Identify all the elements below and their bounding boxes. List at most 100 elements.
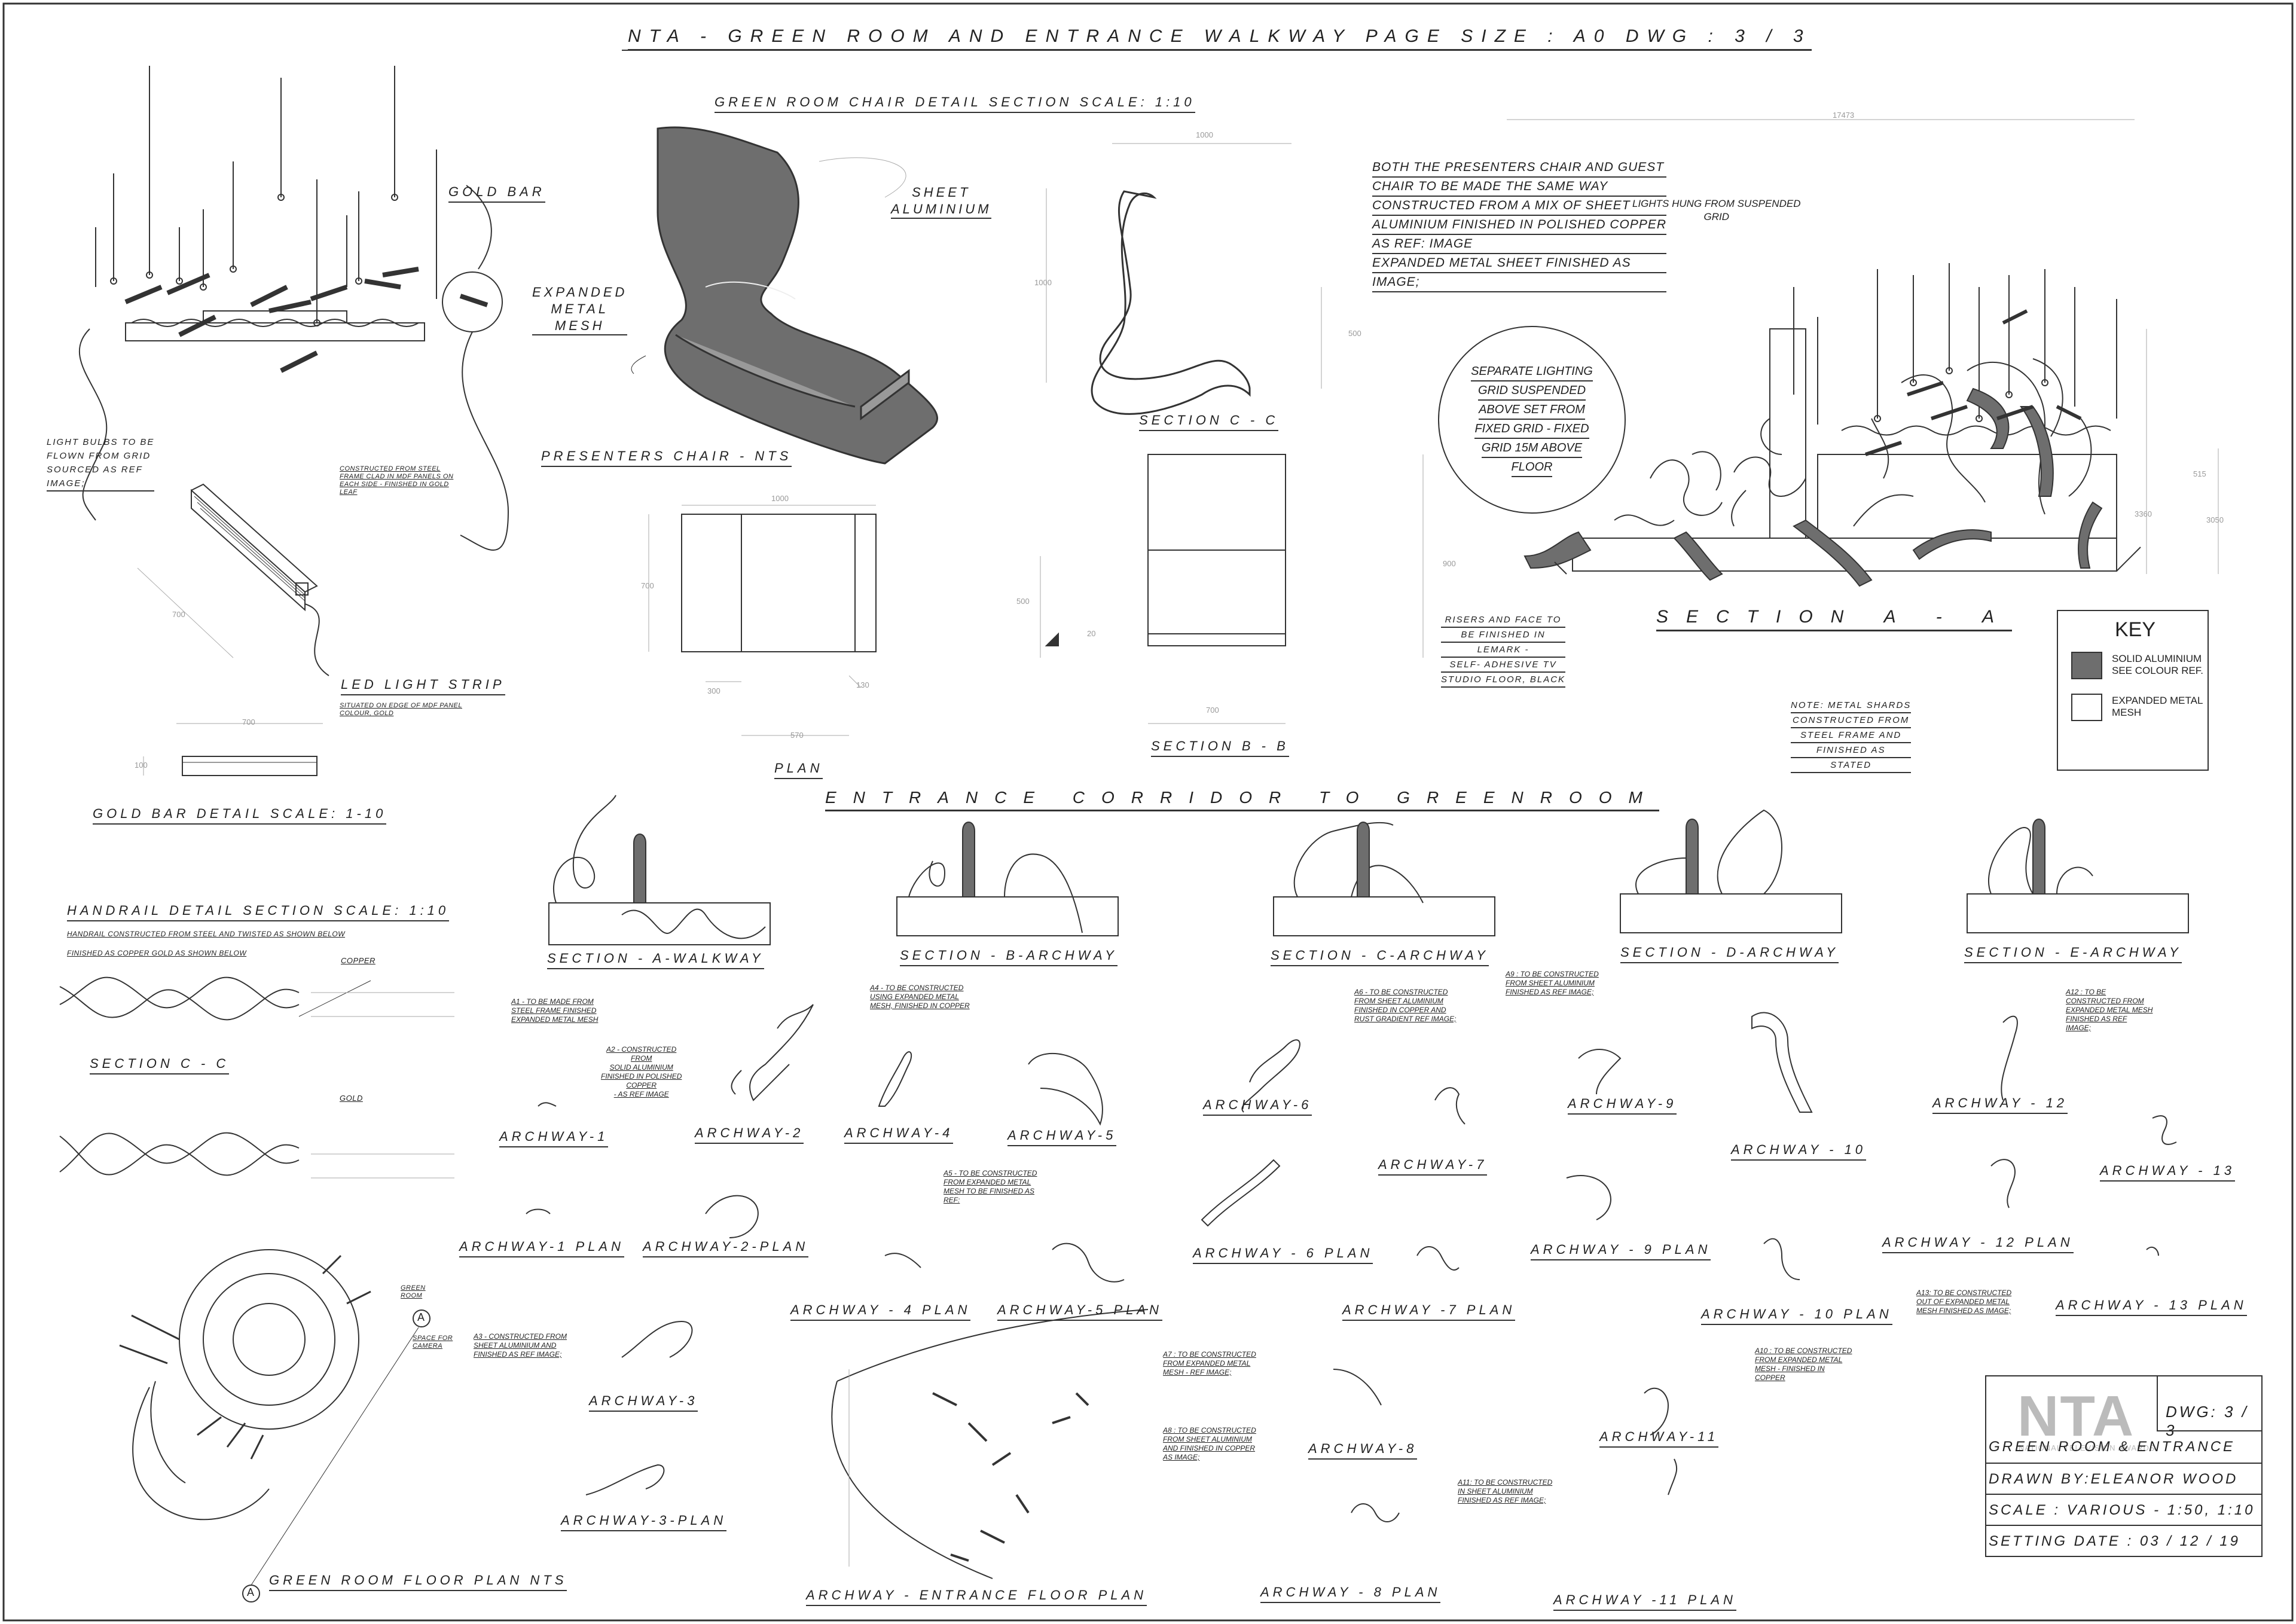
marker-a-bottom: A [247,1586,255,1598]
dim-bar-700: 700 [242,718,255,726]
archway-8-label: ARCHWAY-8 [1308,1441,1418,1460]
dim-bb-500: 500 [1016,597,1030,606]
dim-plan-570: 570 [790,731,804,740]
drawn-by: DRAWN BY:ELEANOR WOOD [1986,1463,2261,1494]
handrail-drawings [59,976,454,1179]
archway-10-plan-label: ARCHWAY - 10 PLAN [1701,1306,1892,1325]
chair-section-cc [1046,143,1322,415]
archway-6-label: ARCHWAY-6 [1203,1097,1312,1116]
handrail-heading: HANDRAIL DETAIL SECTION SCALE: 1:10 [67,903,450,921]
section-aa-label: SECTION A - A [1656,607,2013,631]
project-name: GREEN ROOM & ENTRANCE [1989,1439,2236,1455]
archway-1-label: ARCHWAY-1 [499,1129,609,1147]
dim-aa-3360: 3360 [2135,509,2152,518]
copper-label: COPPER [341,956,375,965]
handrail-note-1: HANDRAIL CONSTRUCTED FROM STEEL AND TWIS… [67,930,346,938]
nta-logo-subtitle: NATIONAL TELEVISION AWARDS [2019,1443,2155,1452]
archway-9-label: ARCHWAY-9 [1568,1096,1677,1115]
archway-11-label: ARCHWAY-11 [1599,1429,1718,1448]
archway-10-label: ARCHWAY - 10 [1731,1142,1867,1161]
led-strip-label: LED LIGHT STRIP [341,677,505,695]
dim-plan-700: 700 [641,581,654,590]
key-swatch-mesh [2071,694,2102,721]
dim-plan-300: 300 [707,686,720,695]
drawing-number: DWG: 3 / 3 [2166,1403,2249,1439]
entrance-floor-plan [831,1309,1149,1579]
presenters-chair-label: PRESENTERS CHAIR - NTS [541,448,792,467]
chair-section-bb [1040,454,1424,724]
chair-detail-heading: GREEN ROOM CHAIR DETAIL SECTION SCALE: 1… [715,94,1195,113]
archway-7-plan-label: ARCHWAY -7 PLAN [1342,1302,1516,1321]
archway-3-plan-label: ARCHWAY-3-PLAN [561,1513,727,1531]
archway-2-label: ARCHWAY-2 [695,1125,804,1144]
dim-chair-height: 1000 [1034,278,1052,287]
archway-13-label: ARCHWAY - 13 [2100,1163,2236,1182]
marker-a-top: A [417,1311,425,1323]
archway-6-plan-label: ARCHWAY - 6 PLAN [1193,1246,1373,1264]
green-room-floor-plan-label: GREEN ROOM FLOOR PLAN NTS [269,1573,567,1591]
gold-bar-label: GOLD BAR [448,184,545,203]
entrance-floor-plan-label: ARCHWAY - ENTRANCE FLOOR PLAN [806,1588,1147,1606]
dim-plan-1000: 1000 [771,494,789,503]
section-c-archway-label: SECTION - C-ARCHWAY [1271,948,1489,966]
archway-13-plan-label: ARCHWAY - 13 PLAN [2056,1298,2247,1316]
archway-4-plan-label: ARCHWAY - 4 PLAN [790,1302,971,1321]
archway-5-plan-label: ARCHWAY-5 PLAN [997,1302,1162,1321]
archway-8-plan-label: ARCHWAY - 8 PLAN [1260,1585,1441,1603]
archway-12-label: ARCHWAY - 12 [1932,1095,2068,1114]
archway-sketches [526,1004,2177,1522]
section-d-archway-label: SECTION - D-ARCHWAY [1620,945,1839,963]
dim-bb-20: 20 [1087,629,1096,638]
archway-9-plan-label: ARCHWAY - 9 PLAN [1531,1242,1711,1260]
scale-info: SCALE : VARIOUS - 1:50, 1:10 [1986,1494,2261,1525]
archway-3-label: ARCHWAY-3 [589,1393,698,1412]
section-b-archway-label: SECTION - B-ARCHWAY [900,948,1118,966]
section-a-walkway-label: SECTION - A-WALKWAY [547,951,764,969]
green-room-floor-plan [119,1249,430,1602]
section-e-archway-label: SECTION - E-ARCHWAY [1964,945,2182,963]
dim-bar-100: 100 [135,761,148,770]
gold-bar-detail-heading: GOLD BAR DETAIL SCALE: 1-10 [93,806,387,825]
dim-aa-3050: 3050 [2206,515,2224,524]
section-aa-drawing [1507,119,2219,587]
led-bar-iso [137,483,329,676]
archway-11-plan-label: ARCHWAY -11 PLAN [1553,1592,1736,1611]
gold-bar-elevation [143,723,323,776]
dim-chair-500: 500 [1348,329,1361,338]
section-bb-label: SECTION B - B [1151,738,1289,757]
plan-label: PLAN [774,761,823,779]
dim-aa-515: 515 [2193,469,2206,478]
gold-label: GOLD [340,1094,363,1103]
dim-bb-700: 700 [1206,706,1219,715]
archway-4-label: ARCHWAY-4 [844,1125,954,1144]
entrance-corridor-heading: ENTRANCE CORRIDOR TO GREENROOM [825,788,1659,811]
section-cc-label: SECTION C - C [1139,413,1279,431]
dim-aa-900: 900 [1443,559,1456,568]
title-block: NTA NATIONAL TELEVISION AWARDS DWG: 3 / … [1985,1375,2263,1557]
archway-7-label: ARCHWAY-7 [1378,1157,1488,1176]
dim-17473: 17473 [1833,111,1855,120]
corridor-sections [548,795,2189,945]
